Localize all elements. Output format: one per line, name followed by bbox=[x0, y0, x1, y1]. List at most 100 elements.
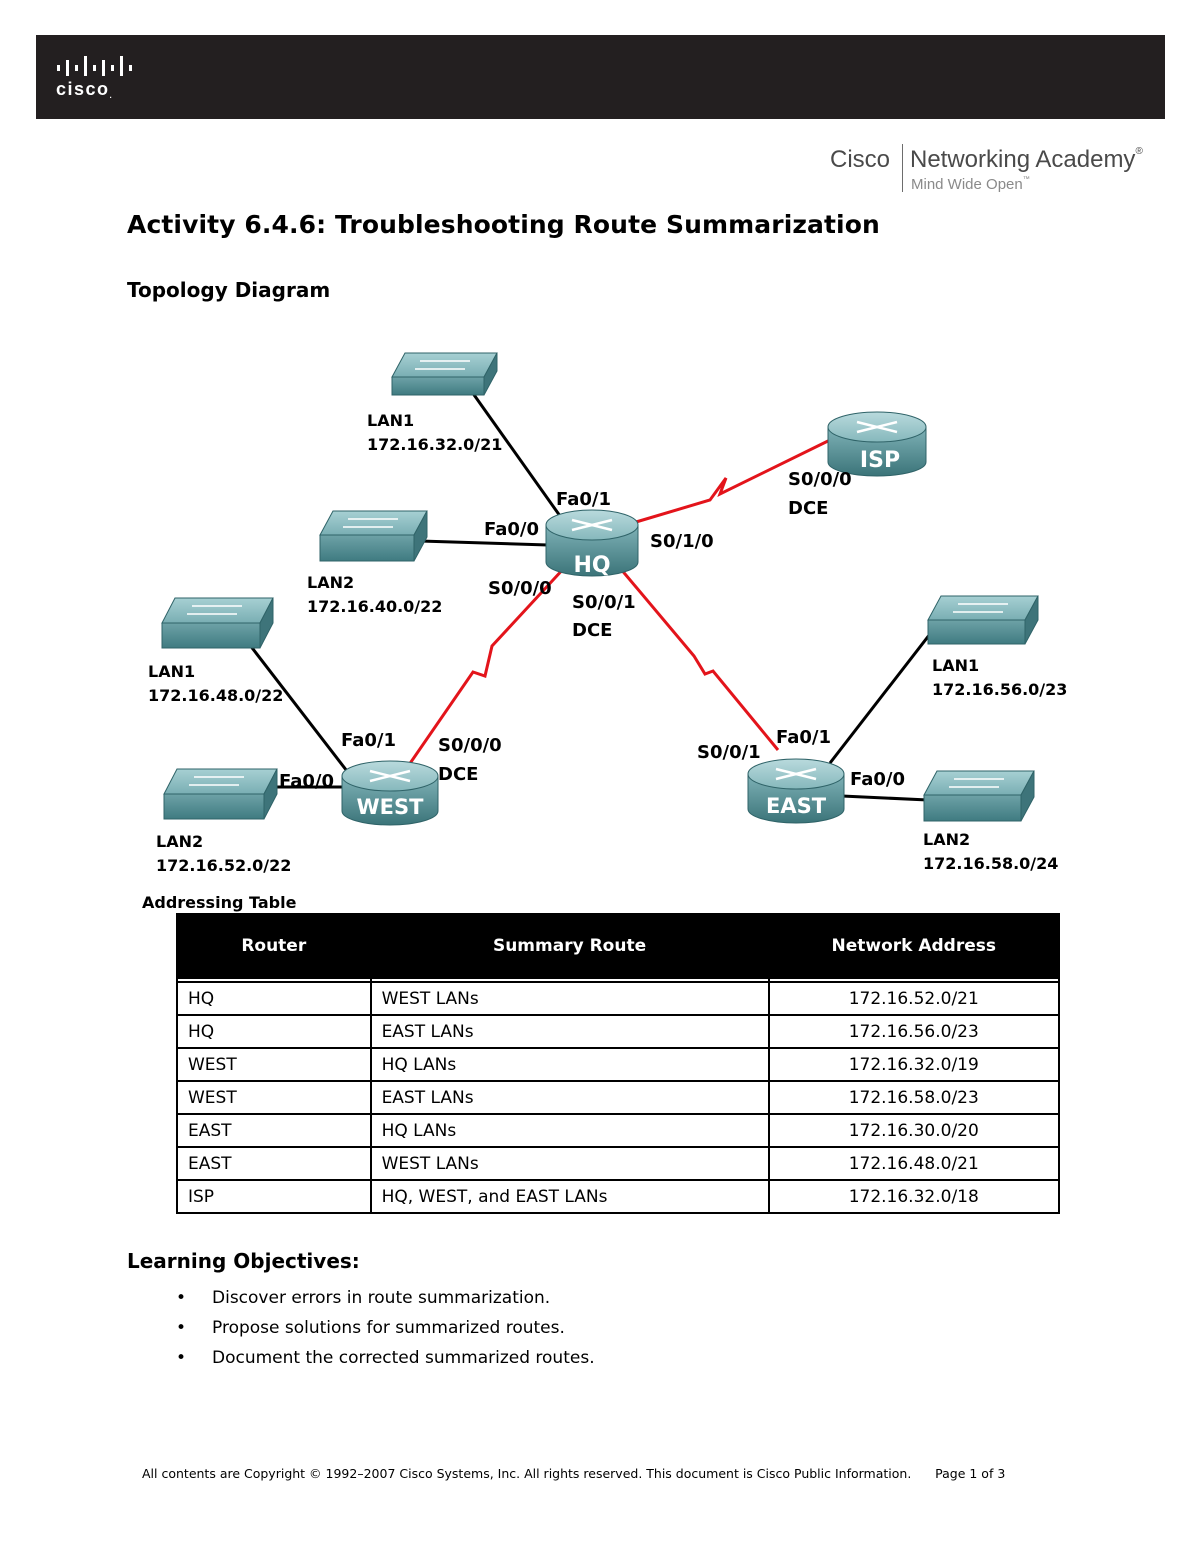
link-hq-lan1 bbox=[470, 391, 567, 524]
cell-summary-route: HQ, WEST, and EAST LANs bbox=[369, 1179, 770, 1214]
east-lan1-network: 172.16.56.0/23 bbox=[932, 680, 1067, 699]
cell-summary-route: EAST LANs bbox=[369, 1080, 770, 1115]
ethernet-links bbox=[244, 391, 932, 802]
west-s000-label: S0/0/0 bbox=[438, 735, 502, 756]
hq-s001-label: S0/0/1 bbox=[572, 592, 636, 613]
cell-router: HQ bbox=[176, 1014, 372, 1049]
router-west-label: WEST bbox=[357, 795, 425, 819]
learning-objectives-heading: Learning Objectives: bbox=[127, 1249, 360, 1273]
link-west-lan1 bbox=[244, 639, 352, 776]
west-fa00-label: Fa0/0 bbox=[279, 771, 334, 792]
cell-router: ISP bbox=[176, 1179, 372, 1214]
west-lan2-name: LAN2 bbox=[156, 832, 203, 851]
hq-fa00-label: Fa0/0 bbox=[484, 519, 539, 540]
cell-network-address: 172.16.56.0/23 bbox=[767, 1014, 1061, 1049]
table-row: EAST HQ LANs 172.16.30.0/20 bbox=[176, 1113, 1061, 1148]
header-banner: cisco. bbox=[36, 35, 1165, 119]
east-lan2-name: LAN2 bbox=[923, 830, 970, 849]
link-hq-lan2 bbox=[419, 539, 549, 547]
hq-fa01-label: Fa0/1 bbox=[556, 489, 611, 510]
router-west: WEST bbox=[341, 760, 439, 826]
router-isp: ISP bbox=[827, 411, 927, 477]
east-fa01-label: Fa0/1 bbox=[776, 727, 831, 748]
table-row: WEST EAST LANs 172.16.58.0/23 bbox=[176, 1080, 1061, 1115]
switch-west-lan2 bbox=[163, 768, 278, 820]
table-row: WEST HQ LANs 172.16.32.0/19 bbox=[176, 1047, 1061, 1082]
topology-heading: Topology Diagram bbox=[127, 278, 331, 302]
link-east-lan1 bbox=[828, 633, 932, 764]
table-spacer bbox=[176, 977, 1061, 983]
west-dce-label: DCE bbox=[438, 764, 478, 785]
serial-links bbox=[400, 438, 831, 776]
table-row: HQ EAST LANs 172.16.56.0/23 bbox=[176, 1014, 1061, 1049]
switch-east-lan2 bbox=[923, 770, 1035, 822]
router-hq: HQ bbox=[545, 509, 639, 578]
hq-lan2-network: 172.16.40.0/22 bbox=[307, 597, 442, 616]
objective-text: Propose solutions for summarized routes. bbox=[212, 1318, 565, 1338]
router-isp-label: ISP bbox=[860, 448, 900, 473]
objective-text: Document the corrected summarized routes… bbox=[212, 1348, 595, 1368]
west-fa01-label: Fa0/1 bbox=[341, 730, 396, 751]
cell-router: HQ bbox=[176, 981, 372, 1016]
cisco-bars-icon bbox=[57, 56, 132, 76]
east-lan1-name: LAN1 bbox=[932, 656, 979, 675]
west-lan1-network: 172.16.48.0/22 bbox=[148, 686, 283, 705]
footer-copyright: All contents are Copyright © 1992–2007 C… bbox=[142, 1466, 912, 1481]
router-east-label: EAST bbox=[766, 794, 827, 818]
link-hq-isp bbox=[635, 438, 831, 524]
list-item: • Propose solutions for summarized routes… bbox=[176, 1318, 595, 1348]
switch-hq-lan1 bbox=[391, 352, 498, 396]
cell-network-address: 172.16.58.0/23 bbox=[767, 1080, 1061, 1115]
cell-router: EAST bbox=[176, 1146, 372, 1181]
router-east: EAST bbox=[747, 758, 845, 824]
bullet-icon: • bbox=[176, 1348, 187, 1368]
cell-network-address: 172.16.48.0/21 bbox=[767, 1146, 1061, 1181]
objective-text: Discover errors in route summarization. bbox=[212, 1288, 551, 1308]
link-hq-east bbox=[618, 567, 780, 751]
table-row: EAST WEST LANs 172.16.48.0/21 bbox=[176, 1146, 1061, 1181]
cell-router: WEST bbox=[176, 1047, 372, 1082]
hq-lan1-network: 172.16.32.0/21 bbox=[367, 435, 502, 454]
addressing-table-caption: Addressing Table bbox=[142, 893, 297, 912]
cell-network-address: 172.16.32.0/18 bbox=[767, 1179, 1061, 1214]
networking-academy-logo: Cisco Networking Academy® Mind Wide Open… bbox=[826, 142, 1166, 196]
academy-brand-right: Networking Academy® bbox=[910, 146, 1143, 173]
table-row: HQ WEST LANs 172.16.52.0/21 bbox=[176, 981, 1061, 1016]
table-row: ISP HQ, WEST, and EAST LANs 172.16.32.0/… bbox=[176, 1179, 1061, 1214]
bullet-icon: • bbox=[176, 1318, 187, 1338]
link-hq-west bbox=[400, 564, 568, 776]
learning-objectives-list: • Discover errors in route summarization.… bbox=[176, 1288, 595, 1378]
list-item: • Discover errors in route summarization. bbox=[176, 1288, 595, 1318]
hq-lan1-name: LAN1 bbox=[367, 411, 414, 430]
switch-east-lan1 bbox=[927, 595, 1039, 645]
column-header-network-address: Network Address bbox=[767, 913, 1061, 979]
east-fa00-label: Fa0/0 bbox=[850, 769, 905, 790]
hq-s001-dce-label: DCE bbox=[572, 620, 612, 641]
cell-router: WEST bbox=[176, 1080, 372, 1115]
west-lan1-name: LAN1 bbox=[148, 662, 195, 681]
cell-network-address: 172.16.30.0/20 bbox=[767, 1113, 1061, 1148]
switch-hq-lan2 bbox=[319, 510, 428, 562]
hq-lan2-name: LAN2 bbox=[307, 573, 354, 592]
west-lan2-network: 172.16.52.0/22 bbox=[156, 856, 291, 875]
academy-divider bbox=[902, 144, 903, 192]
cell-summary-route: WEST LANs bbox=[369, 981, 770, 1016]
column-header-router: Router bbox=[176, 913, 372, 979]
page-footer: All contents are Copyright © 1992–2007 C… bbox=[142, 1466, 1005, 1481]
router-hq-label: HQ bbox=[573, 553, 610, 578]
cell-summary-route: EAST LANs bbox=[369, 1014, 770, 1049]
hq-s000-label: S0/0/0 bbox=[488, 578, 552, 599]
academy-tagline: Mind Wide Open™ bbox=[911, 176, 1030, 193]
cisco-logo-text: cisco. bbox=[56, 79, 114, 100]
footer-page-number: Page 1 of 3 bbox=[935, 1466, 1006, 1481]
cell-summary-route: HQ LANs bbox=[369, 1047, 770, 1082]
link-east-lan2 bbox=[841, 794, 929, 802]
isp-dce-label: DCE bbox=[788, 498, 828, 519]
cell-router: EAST bbox=[176, 1113, 372, 1148]
cell-network-address: 172.16.32.0/19 bbox=[767, 1047, 1061, 1082]
switch-west-lan1 bbox=[161, 597, 274, 649]
bullet-icon: • bbox=[176, 1288, 187, 1308]
cisco-logo: cisco. bbox=[56, 55, 146, 101]
east-s001-label: S0/0/1 bbox=[697, 742, 761, 763]
cell-summary-route: HQ LANs bbox=[369, 1113, 770, 1148]
